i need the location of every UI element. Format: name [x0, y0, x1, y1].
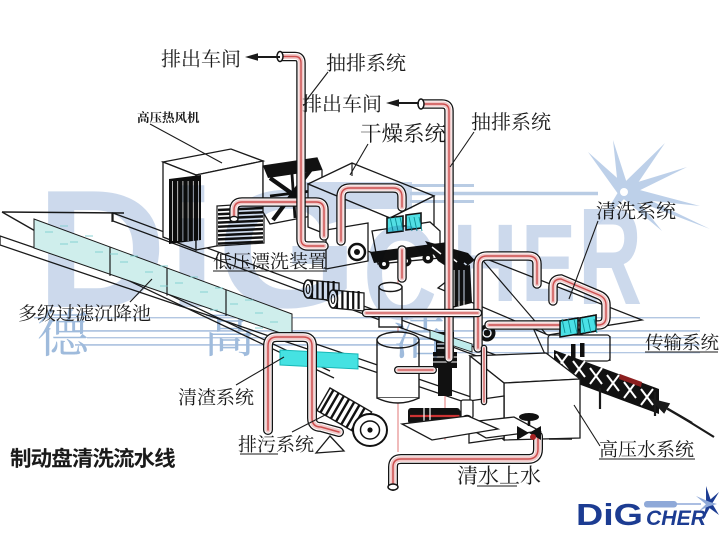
- svg-text:DiG: DiG: [576, 497, 643, 532]
- svg-text:CHER: CHER: [646, 507, 707, 530]
- svg-text:E: E: [521, 202, 576, 325]
- svg-text:H: H: [452, 202, 518, 325]
